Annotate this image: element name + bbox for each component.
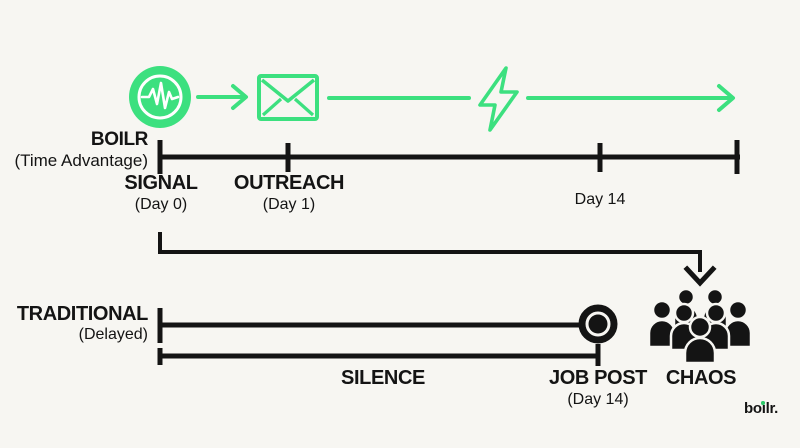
milestone-signal: SIGNAL (Day 0) <box>124 172 198 213</box>
traditional-line <box>157 308 580 343</box>
silence-line <box>157 344 601 366</box>
signal-pulse-icon <box>129 66 191 128</box>
envelope-icon <box>257 74 319 121</box>
crowd-icon <box>647 287 753 365</box>
milestone-outreach: OUTREACH (Day 1) <box>233 172 345 213</box>
milestone-job-post: JOB POST (Day 14) <box>549 367 647 408</box>
boilr-logo: boilr. <box>744 400 779 417</box>
green-arrow-1 <box>196 84 248 110</box>
job-post-icon <box>578 304 618 344</box>
traditional-subtitle: (Delayed) <box>78 326 148 343</box>
logo-i-dot <box>761 401 765 405</box>
lightning-bolt-icon <box>478 66 519 132</box>
traditional-track-label: TRADITIONAL (Delayed) <box>16 303 149 344</box>
traditional-title: TRADITIONAL <box>16 303 149 325</box>
boilr-track-label: BOILR (Time Advantage) <box>14 129 148 170</box>
milestone-day14: Day 14 <box>574 191 626 208</box>
milestone-silence: SILENCE <box>341 367 425 389</box>
boilr-timeline <box>157 140 740 174</box>
boilr-title: BOILR <box>90 129 149 150</box>
boilr-subtitle: (Time Advantage) <box>14 150 148 170</box>
milestone-chaos: CHAOS <box>665 367 737 389</box>
green-arrow-2 <box>526 84 735 112</box>
elbow-connector-arrow <box>158 232 717 287</box>
